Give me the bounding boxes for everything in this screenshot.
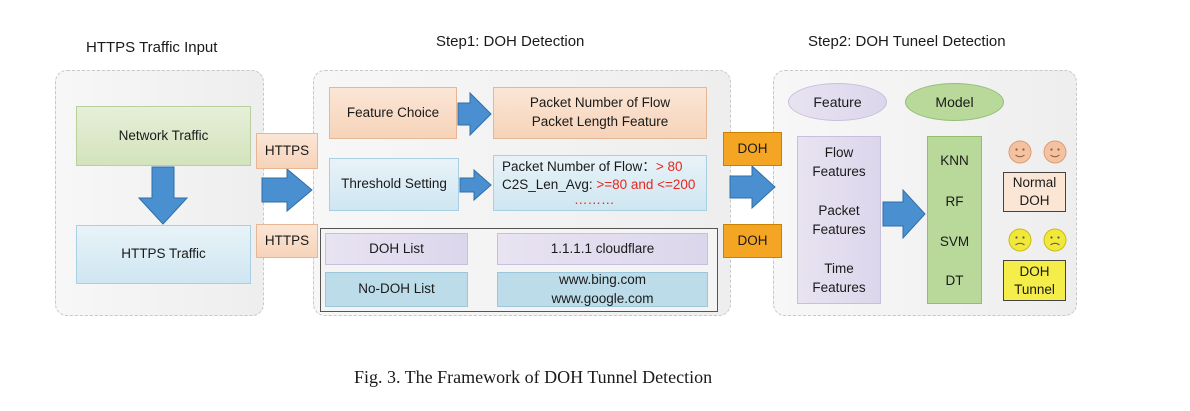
models-box: KNN RF SVM DT xyxy=(927,136,982,304)
network-traffic-box: Network Traffic xyxy=(76,106,251,166)
packet-features-line1: Packet xyxy=(818,203,860,218)
threshold-line2-value: >=80 and <=200 xyxy=(596,177,696,192)
normal-doh-box: Normal DOH xyxy=(1003,172,1066,212)
model-rf: RF xyxy=(945,194,964,209)
doh-label-top: DOH xyxy=(723,132,782,166)
threshold-line1: Packet Number of Flow：> 80 xyxy=(502,158,706,176)
flow-features-line2: Features xyxy=(812,164,866,179)
threshold-setting-box: Threshold Setting xyxy=(329,158,459,211)
flow-features: Flow Features xyxy=(798,143,880,181)
happy-face-icon xyxy=(1043,140,1067,164)
feature-result-box: Packet Number of Flow Packet Length Feat… xyxy=(493,87,707,139)
doh-label-bottom: DOH xyxy=(723,224,782,258)
threshold-values-box: Packet Number of Flow：> 80 C2S_Len_Avg: … xyxy=(493,155,707,211)
https-label-top: HTTPS xyxy=(256,133,318,169)
doh-tunnel-box: DOH Tunnel xyxy=(1003,260,1066,301)
doh-tunnel-line1: DOH xyxy=(1019,263,1050,279)
feature-result-line2: Packet Length Feature xyxy=(531,114,669,129)
input-right-arrow-icon xyxy=(261,167,313,213)
feature-choice-box: Feature Choice xyxy=(329,87,457,139)
packet-features-line2: Features xyxy=(812,222,866,237)
feature-arrow-icon xyxy=(457,91,492,137)
nodoh-list-value: www.bing.com www.google.com xyxy=(497,272,708,307)
sad-face-icon xyxy=(1008,228,1032,252)
happy-face-icon xyxy=(1008,140,1032,164)
time-features-line1: Time xyxy=(824,261,854,276)
nodoh-value-line2: www.google.com xyxy=(551,290,654,306)
doh-tunnel-line2: Tunnel xyxy=(1014,281,1055,297)
model-knn: KNN xyxy=(940,153,969,168)
time-features-line2: Features xyxy=(812,280,866,295)
doh-list-label: DOH List xyxy=(325,233,468,265)
nodoh-list-label: No-DOH List xyxy=(325,272,468,307)
threshold-arrow-icon xyxy=(459,168,492,202)
packet-features: Packet Features xyxy=(798,201,880,239)
threshold-ellipsis: ……… xyxy=(574,192,615,207)
model-svm: SVM xyxy=(939,234,970,249)
normal-doh-line1: Normal xyxy=(1012,175,1057,190)
features-box: Flow Features Packet Features Time Featu… xyxy=(797,136,881,304)
step1-right-arrow-icon xyxy=(729,164,776,210)
threshold-line2-label: C2S_Len_Avg: xyxy=(502,177,597,192)
input-title: HTTPS Traffic Input xyxy=(86,39,218,56)
normal-doh-line2: DOH xyxy=(1019,193,1050,208)
down-arrow-icon xyxy=(137,166,189,225)
model-arrow-icon xyxy=(882,188,926,240)
threshold-line2: C2S_Len_Avg: >=80 and <=200 xyxy=(502,176,706,194)
threshold-line1-value: > 80 xyxy=(655,159,683,174)
model-ellipse: Model xyxy=(905,83,1004,121)
step1-title: Step1: DOH Detection xyxy=(436,33,585,50)
figure-caption: Fig. 3. The Framework of DOH Tunnel Dete… xyxy=(354,367,713,387)
https-label-bottom: HTTPS xyxy=(256,224,318,258)
sad-face-icon xyxy=(1043,228,1067,252)
feature-result-line1: Packet Number of Flow xyxy=(529,95,671,111)
threshold-line1-label: Packet Number of Flow： xyxy=(502,159,656,174)
nodoh-value-line1: www.bing.com xyxy=(558,271,647,287)
flow-features-line1: Flow xyxy=(824,145,854,160)
https-traffic-box: HTTPS Traffic xyxy=(76,225,251,284)
feature-ellipse: Feature xyxy=(788,83,887,121)
doh-list-value: 1.1.1.1 cloudflare xyxy=(497,233,708,265)
model-dt: DT xyxy=(945,273,964,288)
time-features: Time Features xyxy=(798,259,880,297)
step2-title: Step2: DOH Tuneel Detection xyxy=(808,33,1006,50)
